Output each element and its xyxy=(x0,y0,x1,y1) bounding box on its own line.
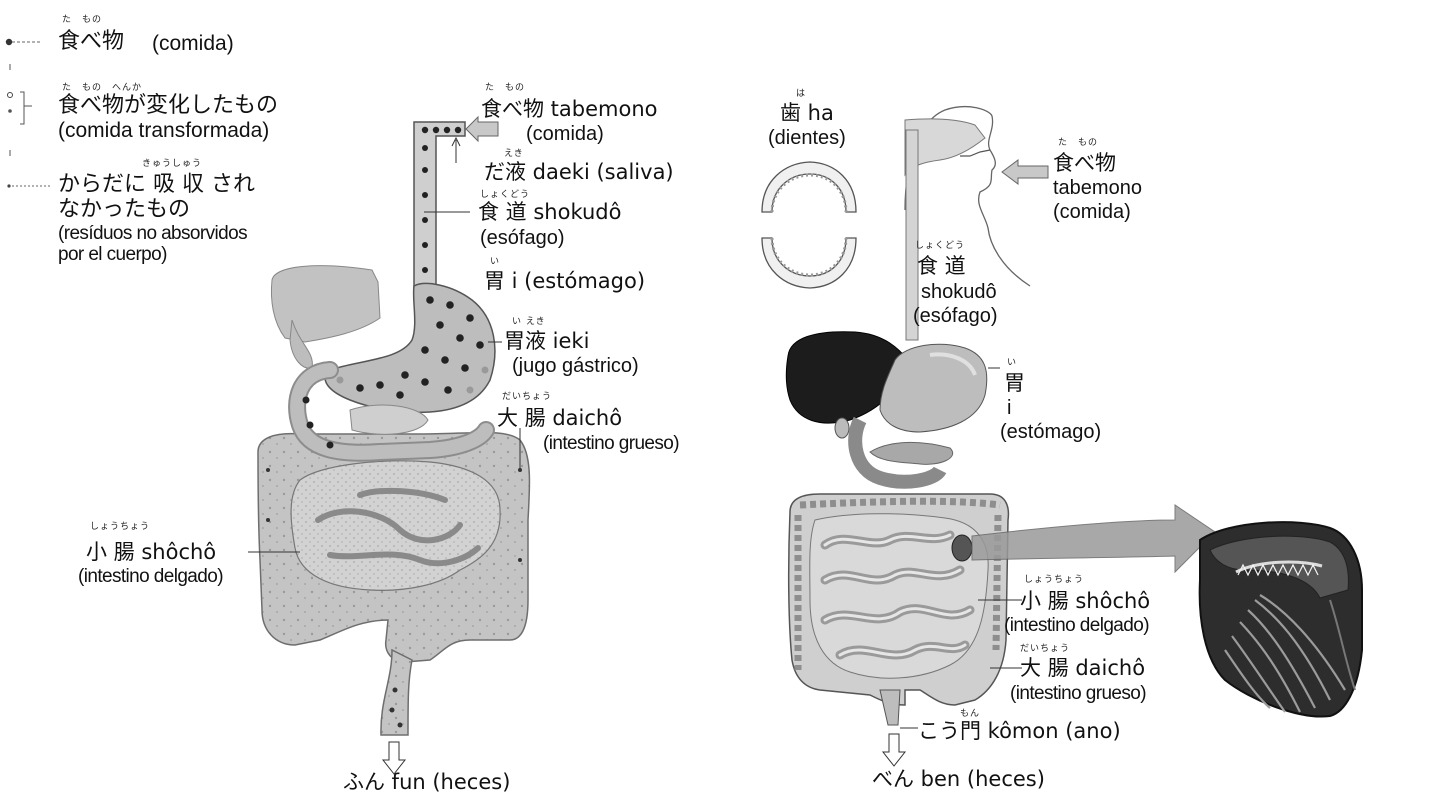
right-large-int-label: 大 腸 daichô xyxy=(1020,657,1145,679)
legend-unabsorbed-es-line2: por el cuerpo) xyxy=(58,245,167,265)
right-anus-label: こう門 kômon (ano) xyxy=(918,720,1121,742)
left-feces-label: ふん fun (heces) xyxy=(343,771,510,793)
upper-teeth-shape xyxy=(762,162,856,212)
right-teeth-furigana: は xyxy=(796,86,806,99)
right-teeth-es: (dientes) xyxy=(768,128,846,149)
right-outlet-arrow xyxy=(883,734,905,766)
right-esophagus-label: 食 道 xyxy=(917,255,966,277)
right-stomach-es: (estómago) xyxy=(1000,422,1101,443)
left-gastric-furigana: い えき xyxy=(512,314,546,327)
right-small-int-label: 小 腸 shôchô xyxy=(1020,590,1150,612)
right-esophagus-furigana: しょくどう xyxy=(915,238,965,251)
right-digestive-diagram xyxy=(762,107,1215,766)
left-esophagus-shape xyxy=(414,122,465,296)
legend-food: 食べ物 xyxy=(58,30,124,53)
left-food-label: 食べ物 tabemono xyxy=(481,98,658,120)
left-stomach-furigana: い xyxy=(490,254,500,267)
left-small-int-label: 小 腸 shôchô xyxy=(86,541,216,563)
left-small-int-furigana: しょうちょう xyxy=(90,519,150,532)
legend-unabsorbed-line2: なかったもの xyxy=(58,198,190,221)
legend-transformed-furigana: た もの へんか xyxy=(62,80,142,93)
left-stomach-label: 胃 i (estómago) xyxy=(484,270,645,292)
legend-icons xyxy=(6,39,52,188)
right-large-int-furigana: だいちょう xyxy=(1020,641,1070,654)
food-dot-icon xyxy=(6,39,12,45)
right-anus-furigana: もん xyxy=(960,706,980,719)
right-food-label: 食べ物 xyxy=(1053,152,1116,174)
right-teeth-label: 歯 ha xyxy=(780,102,834,124)
right-food-romaji: tabemono xyxy=(1053,178,1142,199)
legend-unabsorbed-furigana: きゅうしゅう xyxy=(142,156,202,169)
right-small-int-furigana: しょうちょう xyxy=(1024,572,1084,585)
transformed-dot-icon xyxy=(8,93,13,98)
legend-transformed-es: (comida transformada) xyxy=(58,120,269,142)
lower-teeth-shape xyxy=(762,238,856,288)
right-small-int-es: (intestino delgado) xyxy=(1004,616,1149,636)
left-small-int-es: (intestino delgado) xyxy=(78,567,223,587)
left-gastric-label: 胃液 ieki xyxy=(504,330,589,352)
legend-unabsorbed-line1: からだに 吸 収 され xyxy=(58,173,255,196)
left-large-int-furigana: だいちょう xyxy=(502,389,552,402)
legend-food-es: (comida) xyxy=(152,33,234,55)
right-esophagus-es: (esófago) xyxy=(913,306,998,327)
right-stomach-furigana: い xyxy=(1007,355,1017,368)
right-esophagus-romaji: shokudô xyxy=(921,282,997,303)
legend-unabsorbed-es-line1: (resíduos no absorvidos xyxy=(58,224,247,244)
left-saliva-furigana: えき xyxy=(504,146,524,159)
left-food-furigana: た もの xyxy=(485,80,525,93)
left-esophagus-label: 食 道 shokudô xyxy=(478,201,621,223)
left-saliva-label: だ液 daeki (saliva) xyxy=(484,161,674,183)
right-stomach-romaji: i xyxy=(1007,398,1011,419)
legend-food-furigana: た もの xyxy=(62,12,102,25)
intestinal-wall-closeup xyxy=(1200,522,1362,716)
left-large-int-es: (intestino grueso) xyxy=(543,434,679,454)
right-food-arrow xyxy=(1002,160,1048,184)
legend-transformed: 食べ物が変化したもの xyxy=(58,94,278,117)
right-feces-label: べん ben (heces) xyxy=(872,768,1045,790)
left-food-es: (comida) xyxy=(526,124,604,145)
liver-shape xyxy=(271,266,380,342)
left-esophagus-es: (esófago) xyxy=(480,228,565,249)
left-gastric-es: (jugo gástrico) xyxy=(512,356,639,377)
left-large-int-label: 大 腸 daichô xyxy=(497,407,622,429)
right-large-int-es: (intestino grueso) xyxy=(1010,684,1146,704)
right-food-es: (comida) xyxy=(1053,202,1131,223)
left-esophagus-furigana: しょくどう xyxy=(480,187,530,200)
waste-dot-icon xyxy=(7,184,10,187)
right-stomach-label: 胃 xyxy=(1004,372,1025,394)
right-food-furigana: た もの xyxy=(1058,135,1098,148)
